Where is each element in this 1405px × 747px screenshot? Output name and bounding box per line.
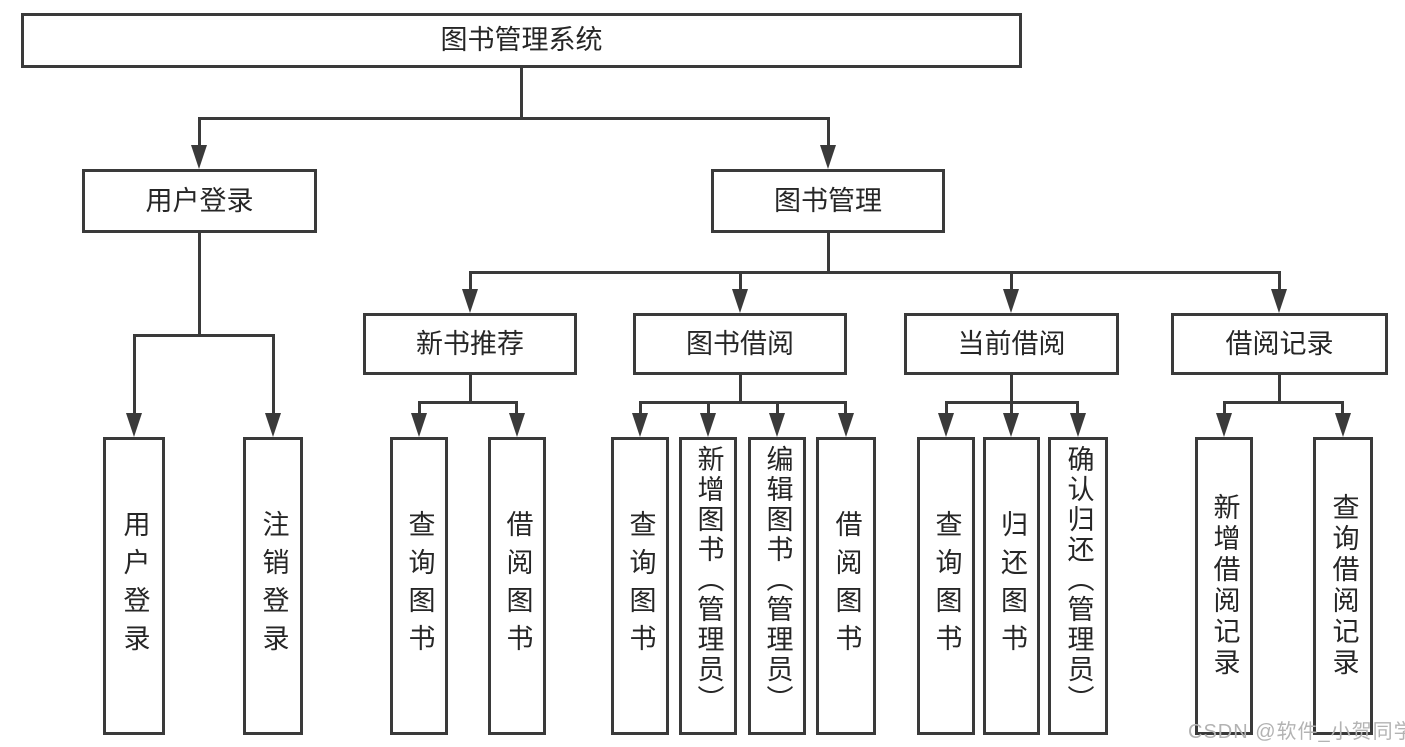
- arrowhead-borrow-records: [1271, 289, 1287, 313]
- connector-new-books-stem: [469, 375, 472, 403]
- arrowhead-cb-return: [1003, 413, 1019, 437]
- arrowhead-user-login: [191, 145, 207, 169]
- arrowhead-book-mgmt: [820, 145, 836, 169]
- connector-borrow-records-drop: [1278, 271, 1281, 291]
- node-new-book-recommend: 新书推荐: [363, 313, 577, 375]
- connector-bb-add-drop: [707, 401, 710, 415]
- connector-new-books-drop: [469, 271, 472, 291]
- node-borrowing-records: 借阅记录: [1171, 313, 1388, 375]
- connector-book-mgmt-drop: [827, 117, 830, 147]
- connector-book-borrow-drop: [739, 271, 742, 291]
- leaf-bb-borrow-books: 借阅图书: [816, 437, 876, 735]
- node-book-borrowing: 图书借阅: [633, 313, 847, 375]
- node-book-management: 图书管理: [711, 169, 945, 233]
- connector-bb-borrow-drop: [844, 401, 847, 415]
- connector-book-borrow-branch: [639, 401, 847, 404]
- node-current-borrowing: 当前借阅: [904, 313, 1119, 375]
- leaf-bb-query-books: 查询图书: [611, 437, 669, 735]
- leaf-cb-return-books: 归还图书: [983, 437, 1040, 735]
- leaf-bb-add-books-admin: 新增图书（管理员）: [679, 437, 737, 735]
- connector-cb-query-drop: [945, 401, 948, 415]
- arrowhead-cb-query: [938, 413, 954, 437]
- arrowhead-cb-confirm: [1070, 413, 1086, 437]
- connector-level2-branch: [469, 271, 1280, 274]
- leaf-logout: 注销登录: [243, 437, 303, 735]
- arrowhead-new-books: [462, 289, 478, 313]
- arrowhead-nb-query: [411, 413, 427, 437]
- connector-root-stem: [520, 68, 523, 118]
- arrowhead-book-borrow: [732, 289, 748, 313]
- arrowhead-bb-add: [700, 413, 716, 437]
- leaf-cb-confirm-return-admin: 确认归还（管理员）: [1048, 437, 1108, 735]
- leaf-nb-borrow-books: 借阅图书: [488, 437, 546, 735]
- node-user-login: 用户登录: [82, 169, 317, 233]
- connector-borrow-records-stem: [1278, 375, 1281, 403]
- connector-user-login-branch: [133, 334, 275, 337]
- arrowhead-br-query: [1335, 413, 1351, 437]
- connector-bb-edit-drop: [776, 401, 779, 415]
- arrowhead-current-borrow: [1003, 289, 1019, 313]
- csdn-watermark: CSDN @软件_小贺同学: [1188, 721, 1405, 743]
- arrowhead-br-add: [1216, 413, 1232, 437]
- connector-cb-return-drop: [1010, 401, 1013, 415]
- leaf-nb-query-books: 查询图书: [390, 437, 448, 735]
- connector-book-mgmt-stem: [827, 233, 830, 273]
- connector-cb-confirm-drop: [1076, 401, 1079, 415]
- connector-nb-borrow-drop: [515, 401, 518, 415]
- connector-level1-branch: [198, 117, 830, 120]
- connector-current-borrow-drop: [1010, 271, 1013, 291]
- arrowhead-bb-borrow: [838, 413, 854, 437]
- leaf-user-login: 用户登录: [103, 437, 165, 735]
- connector-new-books-branch: [418, 401, 518, 404]
- leaf-cb-query-books: 查询图书: [917, 437, 975, 735]
- connector-leaf-logout-drop: [272, 334, 275, 416]
- connector-leaf-login-drop: [133, 334, 136, 416]
- arrowhead-bb-query: [632, 413, 648, 437]
- arrowhead-bb-edit: [769, 413, 785, 437]
- connector-bb-query-drop: [639, 401, 642, 415]
- connector-user-login-stem: [198, 233, 201, 337]
- leaf-bb-edit-books-admin: 编辑图书（管理员）: [748, 437, 806, 735]
- connector-borrow-records-branch: [1223, 401, 1344, 404]
- connector-user-login-drop: [198, 117, 201, 147]
- connector-current-borrow-stem: [1010, 375, 1013, 403]
- leaf-br-add-record: 新增借阅记录: [1195, 437, 1253, 735]
- connector-br-add-drop: [1223, 401, 1226, 415]
- connector-nb-query-drop: [418, 401, 421, 415]
- arrowhead-leaf-logout: [265, 413, 281, 437]
- leaf-br-query-record: 查询借阅记录: [1313, 437, 1373, 735]
- arrowhead-leaf-login: [126, 413, 142, 437]
- arrowhead-nb-borrow: [509, 413, 525, 437]
- node-library-management-system: 图书管理系统: [21, 13, 1022, 68]
- connector-book-borrow-stem: [739, 375, 742, 403]
- connector-br-query-drop: [1341, 401, 1344, 415]
